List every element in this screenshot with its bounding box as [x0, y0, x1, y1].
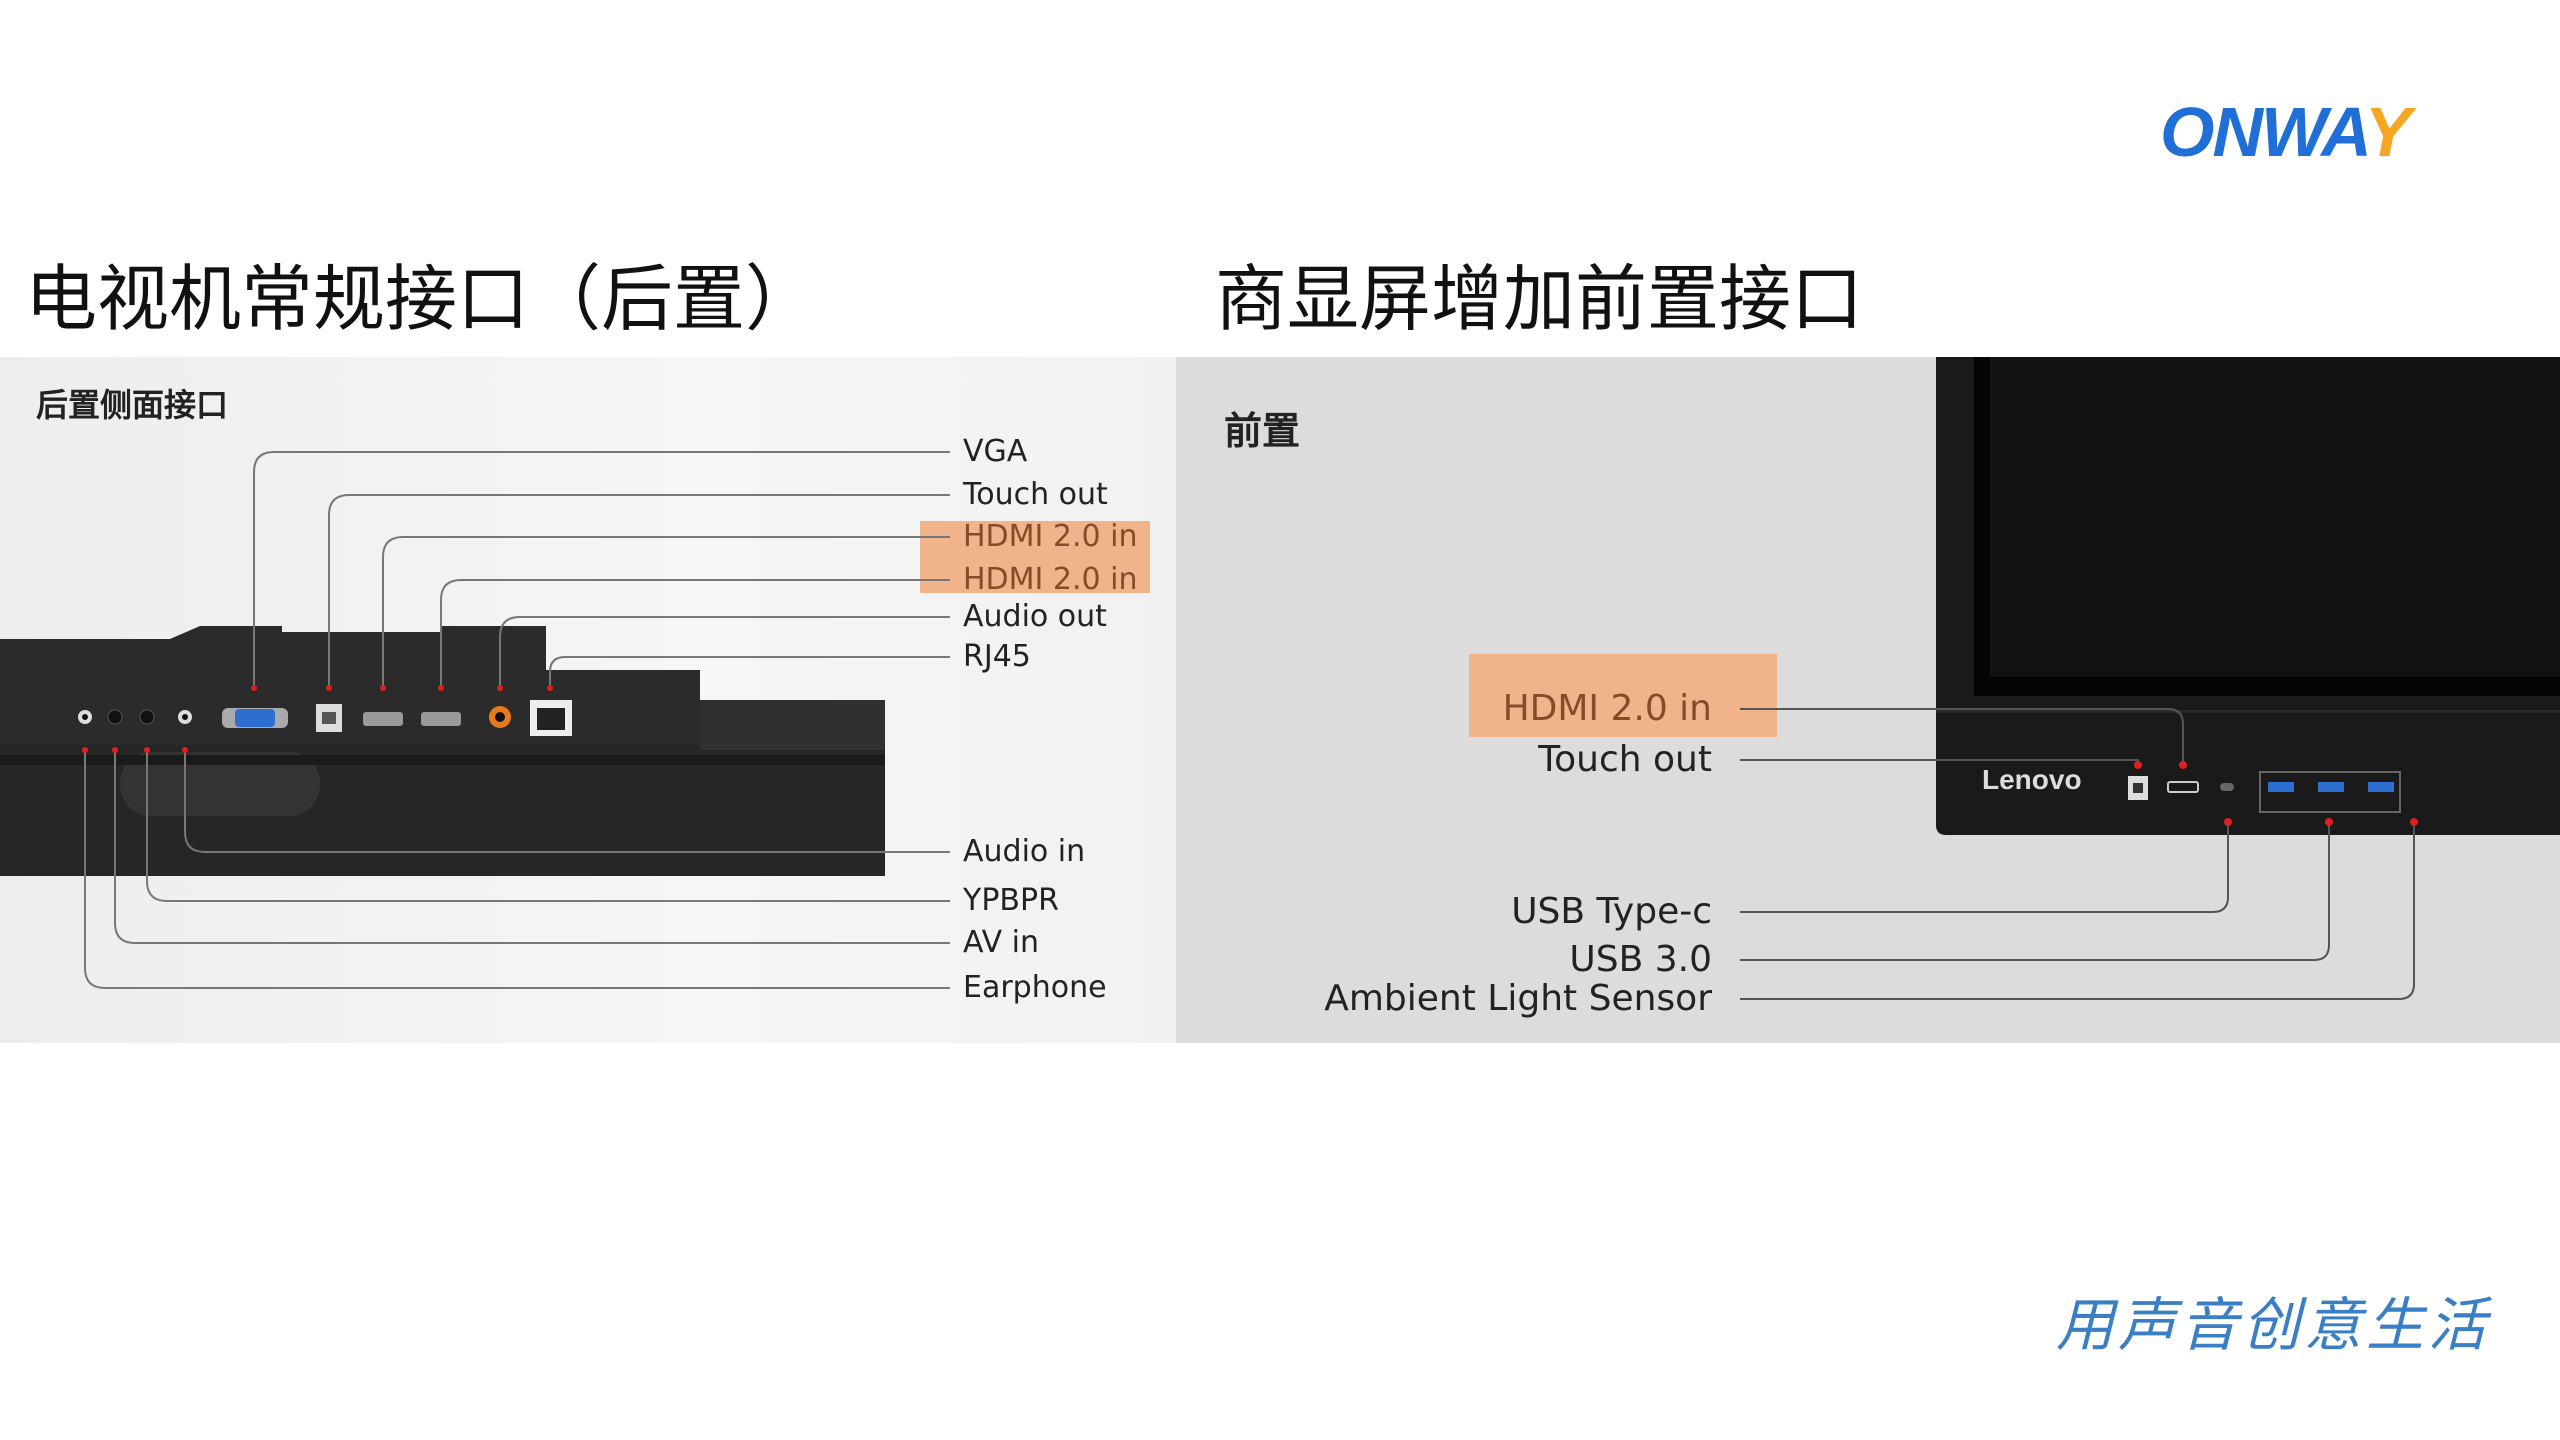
front-device — [1936, 357, 2560, 835]
rear-port-markers — [82, 685, 553, 753]
label-av-in: AV in — [963, 925, 1040, 960]
label-ambient-light-sensor: Ambient Light Sensor — [1324, 978, 1712, 1019]
front-subtitle: 前置 — [1224, 409, 1301, 453]
rear-ports — [78, 700, 572, 736]
label-earphone: Earphone — [963, 970, 1107, 1005]
label-vga: VGA — [963, 434, 1028, 469]
label-front-hdmi: HDMI 2.0 in — [1502, 688, 1712, 729]
hdmi-highlight-front — [1469, 654, 1777, 737]
hdmi-highlight-rear — [920, 521, 1150, 593]
onway-logo: ONWAY — [2160, 93, 2411, 171]
label-hdmi-2: HDMI 2.0 in — [963, 562, 1138, 597]
label-rj45: RJ45 — [963, 639, 1031, 674]
label-usb-3: USB 3.0 — [1569, 939, 1712, 980]
label-audio-in: Audio in — [963, 834, 1086, 869]
label-audio-out: Audio out — [963, 599, 1107, 634]
left-title: 电视机常规接口（后置） — [25, 257, 818, 341]
front-port-markers — [2134, 761, 2418, 826]
slogan: 用声音创意生活 — [2056, 1291, 2491, 1359]
lenovo-brand: Lenovo — [1982, 764, 2082, 795]
label-hdmi-1: HDMI 2.0 in — [963, 519, 1138, 554]
label-usb-type-c: USB Type-c — [1511, 891, 1712, 932]
rear-device — [0, 626, 885, 876]
right-title: 商显屏增加前置接口 — [1215, 257, 1864, 341]
rear-subtitle: 后置侧面接口 — [36, 386, 229, 424]
label-ypbpr: YPBPR — [963, 883, 1059, 918]
label-touch-out: Touch out — [963, 477, 1108, 512]
rear-leader-lines — [84, 451, 950, 989]
label-front-touch-out: Touch out — [1538, 739, 1712, 780]
